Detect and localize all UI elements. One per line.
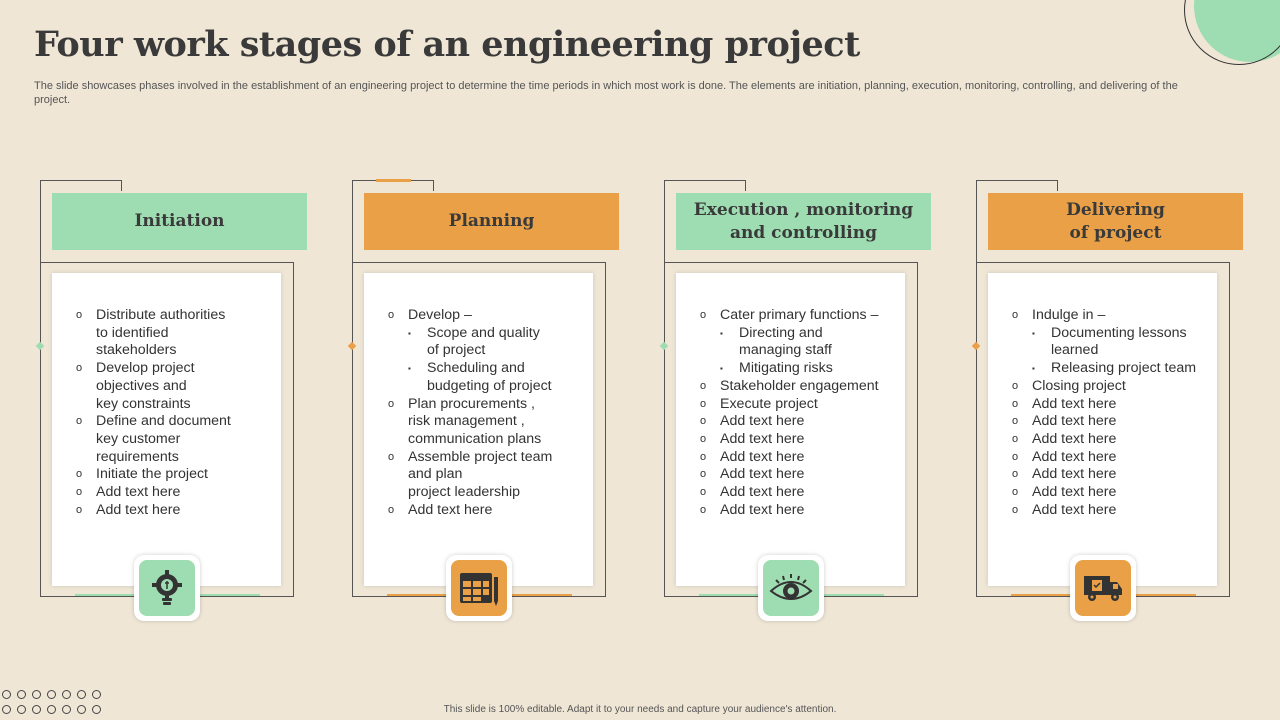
stage-icon-frame xyxy=(1070,555,1136,621)
bullet-icon: o xyxy=(1012,503,1019,516)
stage-header: Initiation xyxy=(52,193,307,250)
eye-icon xyxy=(769,574,813,600)
bullet-icon: o xyxy=(700,379,707,392)
bullet-icon: o xyxy=(1012,415,1019,428)
bullet-icon: o xyxy=(700,432,707,445)
bullet-icon: o xyxy=(700,468,707,481)
bullet-icon: o xyxy=(388,309,395,321)
lightbulb-gear-icon xyxy=(152,570,182,605)
bullet-icon: ▪ xyxy=(720,328,723,338)
bullet-icon: o xyxy=(1012,379,1019,392)
footer-note: This slide is 100% editable. Adapt it to… xyxy=(443,704,837,715)
accent-bar xyxy=(376,179,411,182)
bullet-icon: o xyxy=(76,486,83,499)
bullet-icon: o xyxy=(700,450,707,463)
bullet-icon: o xyxy=(76,503,83,516)
stage-card-execution: Execution , monitoring and controlling o… xyxy=(659,180,932,625)
bullet-icon: o xyxy=(76,415,83,428)
sub-list-item: ▪Mitigating risks xyxy=(720,360,833,377)
stage-icon-frame xyxy=(446,555,512,621)
bullet-icon: o xyxy=(700,309,707,321)
bullet-icon: ▪ xyxy=(1032,364,1035,374)
bullet-icon: o xyxy=(76,309,83,321)
bullet-icon: ▪ xyxy=(1032,328,1035,338)
bullet-icon: o xyxy=(1012,309,1019,321)
bullet-icon: o xyxy=(76,362,83,375)
bullet-icon: o xyxy=(388,503,395,516)
bullet-icon: o xyxy=(388,450,395,463)
bullet-icon: ▪ xyxy=(720,364,723,374)
stage-header: Delivering of project xyxy=(988,193,1243,250)
bullet-icon: o xyxy=(1012,468,1019,481)
bullet-icon: ▪ xyxy=(408,364,411,374)
decorative-dots xyxy=(2,690,101,720)
bullet-icon: o xyxy=(1012,450,1019,463)
stage-header: Execution , monitoring and controlling xyxy=(676,193,931,250)
bullet-icon: ▪ xyxy=(408,328,411,338)
bullet-icon: o xyxy=(700,486,707,499)
stage-icon-frame xyxy=(134,555,200,621)
bullet-icon: o xyxy=(700,415,707,428)
bullet-icon: o xyxy=(1012,486,1019,499)
bullet-icon: o xyxy=(700,397,707,410)
delivery-truck-icon xyxy=(1084,576,1122,601)
bullet-icon: o xyxy=(388,397,395,410)
sub-list-item: ▪Releasing project team xyxy=(1032,360,1197,377)
calendar-planning-icon xyxy=(460,573,498,606)
bullet-icon: o xyxy=(76,468,83,481)
stage-icon-frame xyxy=(758,555,824,621)
corner-decoration-ring xyxy=(1184,0,1280,65)
stage-header: Planning xyxy=(364,193,619,250)
page-title: Four work stages of an engineering proje… xyxy=(34,24,860,65)
bullet-icon: o xyxy=(700,503,707,516)
bullet-icon: o xyxy=(1012,397,1019,410)
page-subtitle: The slide showcases phases involved in t… xyxy=(34,80,1178,106)
bullet-icon: o xyxy=(1012,432,1019,445)
